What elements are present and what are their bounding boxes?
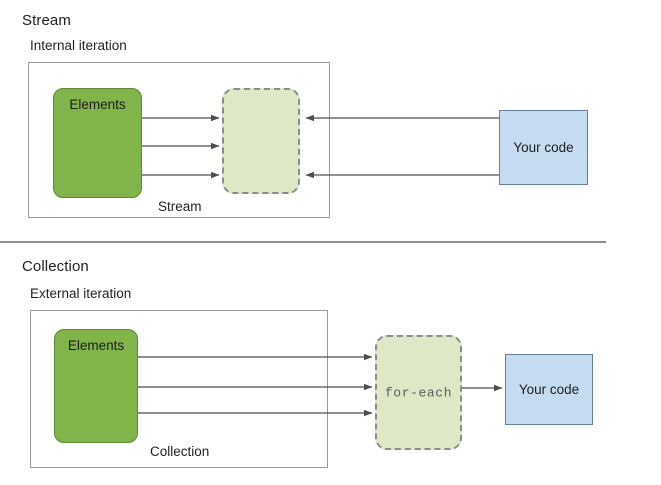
- stream-processor-box: [222, 88, 300, 194]
- section-subtitle-external-iteration: External iteration: [30, 286, 132, 301]
- stream-container-caption: Stream: [158, 199, 202, 214]
- collection-container-caption: Collection: [150, 444, 210, 459]
- collection-for-each-box: for-each: [375, 335, 462, 450]
- section-subtitle-internal-iteration: Internal iteration: [30, 38, 127, 53]
- collection-elements-box: Elements: [54, 329, 138, 443]
- collection-your-code-label: Your code: [518, 381, 580, 397]
- stream-elements-box: Elements: [53, 88, 142, 198]
- section-divider: [0, 241, 606, 243]
- stream-your-code-label: Your code: [513, 139, 574, 155]
- stream-elements-label: Elements: [69, 97, 126, 112]
- collection-elements-label: Elements: [67, 338, 125, 353]
- section-title-stream: Stream: [22, 12, 71, 29]
- stream-your-code-box: Your code: [499, 110, 588, 185]
- section-title-collection: Collection: [22, 258, 89, 275]
- collection-for-each-label: for-each: [384, 385, 453, 400]
- collection-your-code-box: Your code: [505, 354, 593, 425]
